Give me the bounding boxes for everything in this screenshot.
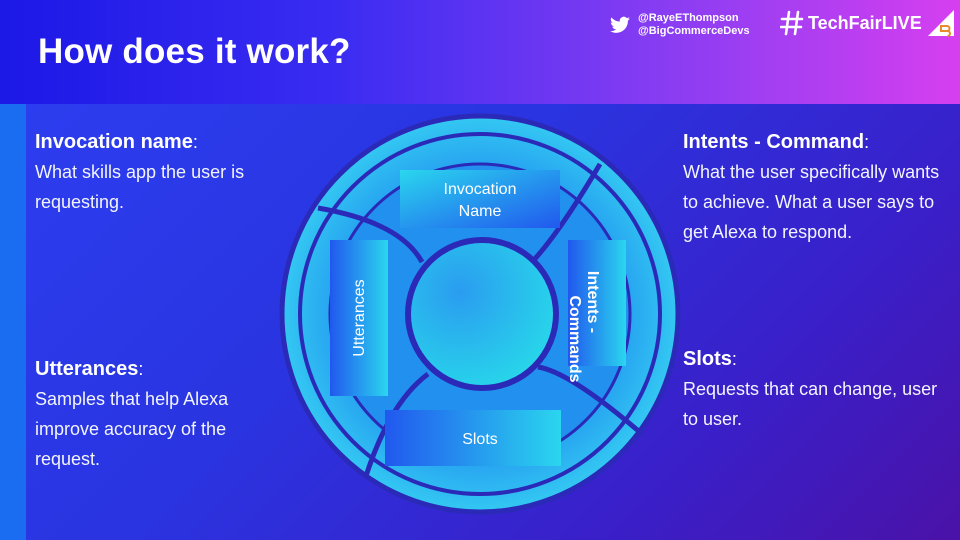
middle-ring-line (298, 132, 662, 496)
slots-label: Slots (462, 431, 498, 448)
invocation-body: What skills app the user is requesting. (35, 162, 245, 212)
utterances-panel: Utterances: Samples that help Alexa impr… (35, 354, 295, 474)
social-handles: @RayeEThompson @BigCommerceDevs (610, 12, 750, 38)
invocation-label-1: Invocation (444, 181, 517, 198)
slots-heading: Slots (683, 348, 732, 370)
intents-label-1: Intents - (584, 271, 601, 333)
bigcommerce-logo-icon (928, 10, 954, 37)
hashtag-icon (780, 10, 804, 36)
intents-panel: Intents - Command: What the user specifi… (683, 127, 943, 247)
utterances-heading: Utterances (35, 358, 139, 380)
invocation-heading: Invocation name (35, 131, 193, 153)
intents-heading: Intents - Command (683, 131, 865, 153)
accent-bar (0, 104, 26, 540)
invocation-panel: Invocation name: What skills app the use… (35, 127, 295, 217)
twitter-handle-1: @RayeEThompson (638, 12, 739, 24)
skill-diagram: Invocation Name Utterances Intents - Com… (279, 113, 681, 515)
utterances-box (330, 240, 388, 396)
center-hub (405, 237, 559, 391)
intents-label-2: Commands (566, 295, 583, 382)
invocation-label-2: Name (459, 203, 502, 220)
utterances-body: Samples that help Alexa improve accuracy… (35, 389, 229, 469)
slots-body: Requests that can change, user to user. (683, 379, 938, 429)
slots-panel: Slots: Requests that can change, user to… (683, 344, 943, 434)
utterances-label: Utterances (351, 279, 368, 356)
twitter-icon (610, 16, 630, 33)
event-brand: TechFairLIVE (780, 10, 922, 36)
twitter-handle-2: @BigCommerceDevs (638, 25, 750, 37)
intents-body: What the user specifically wants to achi… (683, 162, 940, 242)
header-banner (0, 0, 960, 104)
event-name: TechFairLIVE (808, 12, 922, 33)
intents-box (568, 240, 626, 366)
slots-box (385, 410, 561, 466)
invocation-box (400, 170, 560, 228)
page-title: How does it work? (38, 32, 351, 71)
